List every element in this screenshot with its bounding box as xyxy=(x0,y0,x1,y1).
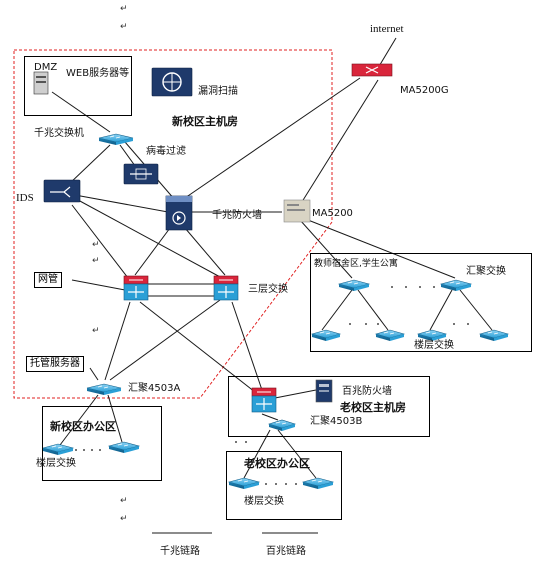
link-ma5200g-internet xyxy=(377,37,397,69)
legend-gigabit-label: 千兆链路 xyxy=(160,546,200,557)
core-firewall-router-icon xyxy=(165,195,193,231)
old-office-dots xyxy=(265,483,297,485)
aggregation-switch-label: 汇聚交换 xyxy=(466,266,506,277)
ma5200-firewall-icon xyxy=(283,199,311,223)
ids-label: IDS xyxy=(16,192,34,204)
link-dorm-agg2-a xyxy=(429,289,453,331)
new-office-dots xyxy=(75,449,101,451)
para-mark: ↵ xyxy=(92,256,100,266)
link-core-l3left xyxy=(134,227,171,276)
link-ids-core xyxy=(74,194,169,213)
layer3-switch-label: 三层交换 xyxy=(248,284,288,295)
para-mark: ↵ xyxy=(92,240,100,250)
net-mgmt-label: 网管 xyxy=(34,272,62,288)
agg-4503b-dots xyxy=(235,441,247,443)
old-main-room-switch-icon xyxy=(267,419,297,431)
link-ids-l3left xyxy=(71,204,129,279)
old-office-box xyxy=(226,451,342,520)
link-l3left-agg4503a xyxy=(104,301,131,381)
fast-firewall-label: 百兆防火墙 xyxy=(342,386,392,397)
para-mark: ↵ xyxy=(120,514,128,524)
old-office-switch-2-icon xyxy=(301,477,335,489)
link-core-l3right xyxy=(184,227,226,276)
agg-4503b-label: 汇聚4503B xyxy=(310,416,363,427)
link-agg4503b-oldoffice1 xyxy=(243,429,271,479)
hosting-server-label: 托管服务器 xyxy=(26,356,84,372)
dorm-agg-switch-1-icon xyxy=(337,279,371,291)
layer3-switch-left-icon xyxy=(123,275,149,301)
old-office-label: 老校区办公区 xyxy=(244,457,310,470)
dorm-area-label: 教师宿舍区,学生公寓 xyxy=(314,259,398,269)
link-hosting-agg4503a xyxy=(89,367,99,381)
dorm-dots xyxy=(349,286,469,325)
dmz-box xyxy=(24,56,132,116)
link-core-ma5200g xyxy=(181,77,361,201)
dorm-agg-switch-2-icon xyxy=(439,279,473,291)
link-agg4503b-sw xyxy=(261,413,279,421)
new-office-label: 新校区办公区 xyxy=(50,420,116,433)
link-dorm-agg1-b xyxy=(357,289,389,331)
new-main-room-label: 新校区主机房 xyxy=(172,115,238,128)
link-agg4503a-office1 xyxy=(59,394,99,446)
link-l3right-agg4503a xyxy=(109,299,221,381)
link-ma5200g-ma5200 xyxy=(299,79,379,206)
new-main-room-boundary xyxy=(13,49,333,399)
agg-4503a-label: 汇聚4503A xyxy=(128,383,181,394)
para-mark: ↵ xyxy=(120,4,128,14)
link-firewall-dorm-agg2 xyxy=(307,219,456,279)
para-mark: ↵ xyxy=(92,326,100,336)
floor-switch-new-label: 楼层交换 xyxy=(36,458,76,469)
vuln-scan-icon xyxy=(151,67,193,97)
ids-icon xyxy=(43,179,81,203)
link-dmz-gigaswitch xyxy=(51,91,111,133)
virus-filter-icon xyxy=(123,163,159,185)
legend-fast-label: 百兆链路 xyxy=(266,546,306,557)
dmz-server-icon xyxy=(33,71,49,95)
fast-firewall-icon xyxy=(315,379,333,403)
link-l3left-agg4503b xyxy=(139,301,256,393)
gigabit-firewall-label: 千兆防火墙 xyxy=(212,210,262,221)
old-main-room-label: 老校区主机房 xyxy=(340,401,406,414)
web-server-label: WEB服务器等 xyxy=(66,68,130,79)
layer3-switch-right-icon xyxy=(213,275,239,301)
link-netmgmt-l3 xyxy=(71,279,126,291)
new-office-switch-2-icon xyxy=(107,441,141,453)
internet-label: internet xyxy=(370,23,404,35)
floor-switch-old-label: 楼层交换 xyxy=(244,496,284,507)
gigabit-switch-icon xyxy=(98,133,134,145)
dorm-floor-switch-4-icon xyxy=(478,329,510,341)
new-office-box xyxy=(42,406,162,481)
dorm-area-box xyxy=(310,253,532,352)
ma5200g-label: MA5200G xyxy=(400,85,449,96)
link-agg4503b-fastfw xyxy=(274,389,317,399)
link-l3right-agg4503b xyxy=(231,301,263,391)
new-office-switch-1-icon xyxy=(41,443,75,455)
dmz-label: DMZ xyxy=(34,62,58,73)
dorm-floor-switch-2-icon xyxy=(374,329,406,341)
old-main-room-box xyxy=(228,376,430,437)
dorm-floor-switch-1-icon xyxy=(310,329,342,341)
link-gigaswitch-ids xyxy=(67,144,111,186)
link-firewall-dorm-agg1 xyxy=(299,219,353,279)
vuln-scan-label: 漏洞扫描 xyxy=(198,86,238,97)
para-mark: ↵ xyxy=(120,496,128,506)
link-ids-l3right xyxy=(77,199,223,279)
virus-filter-label: 病毒过滤 xyxy=(146,146,186,157)
link-dorm-agg2-b xyxy=(459,289,493,331)
para-mark: ↵ xyxy=(120,22,128,32)
floor-switch-right-label: 楼层交换 xyxy=(414,340,454,351)
link-agg4503b-oldoffice2 xyxy=(277,429,317,479)
ma5200g-router-icon xyxy=(351,63,393,77)
dorm-floor-switch-3-icon xyxy=(416,329,448,341)
link-agg4503a-office2 xyxy=(107,394,123,443)
agg-4503b-switch-icon xyxy=(251,387,277,413)
agg-4503a-switch-icon xyxy=(86,383,122,395)
ma5200-label: MA5200 xyxy=(312,208,353,219)
link-dorm-agg1-a xyxy=(321,289,353,331)
old-office-switch-1-icon xyxy=(227,477,261,489)
gigabit-switch-label: 千兆交换机 xyxy=(34,128,84,139)
